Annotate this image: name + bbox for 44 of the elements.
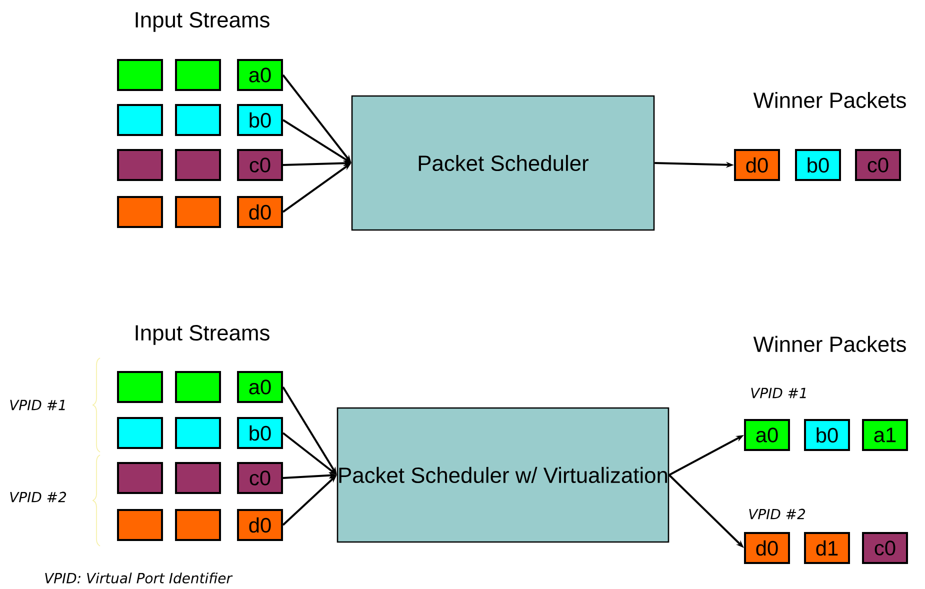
note-text: VPID: Virtual Port Identifier	[45, 572, 233, 584]
packet-box: b0	[237, 104, 283, 136]
heading: Winner Packets	[753, 336, 906, 352]
packet-box	[117, 196, 163, 228]
packet-box	[175, 509, 221, 541]
note-text: VPID #1	[751, 388, 806, 398]
packet-box: c0	[862, 532, 908, 564]
packet-box	[117, 462, 163, 494]
packet-box	[175, 149, 221, 181]
packet-box	[117, 104, 163, 136]
packet-box	[175, 371, 221, 403]
packet-box: d1	[804, 532, 850, 564]
heading: Input Streams	[136, 325, 270, 345]
packet-box: c0	[237, 462, 283, 494]
note-text: VPID #2	[749, 508, 806, 520]
packet-box: c0	[237, 149, 283, 181]
packet-box	[175, 196, 221, 228]
heading: Input Streams	[136, 12, 270, 32]
packet-box	[117, 417, 163, 449]
packet-box: d0	[237, 196, 283, 228]
packet-box	[175, 417, 221, 449]
packet-box	[117, 149, 163, 181]
packet-box	[117, 509, 163, 541]
packet-box: d0	[237, 509, 283, 541]
packet-box: a0	[744, 419, 790, 451]
packet-box	[117, 371, 163, 403]
packet-box: b0	[795, 149, 841, 181]
packet-box: d0	[744, 532, 790, 564]
packet-box: a0	[237, 371, 283, 403]
packet-box	[175, 59, 221, 91]
scheduler-box: Packet Scheduler	[351, 95, 655, 231]
note-text: VPID #1	[10, 400, 65, 410]
packet-box	[175, 462, 221, 494]
packet-box: d0	[734, 149, 780, 181]
scheduler-box: Packet Scheduler w/ Virtualization	[336, 407, 670, 543]
note-text: VPID #2	[10, 492, 66, 502]
heading: Winner Packets	[753, 92, 906, 108]
packet-box: a0	[237, 59, 283, 91]
packet-box: b0	[804, 419, 850, 451]
packet-box: a1	[862, 419, 908, 451]
packet-box	[175, 104, 221, 136]
packet-box	[117, 59, 163, 91]
packet-box: c0	[855, 149, 901, 181]
packet-box: b0	[237, 417, 283, 449]
